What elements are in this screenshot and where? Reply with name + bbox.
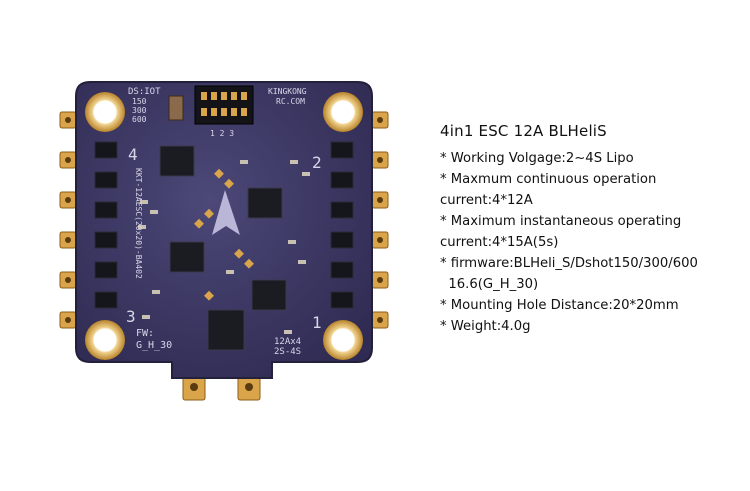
silk-ds-300: 300 [132, 106, 147, 115]
silk-fw-value: G_H_30 [136, 340, 172, 351]
spec-line-instantaneous-value: current:4*15A(5s) [440, 235, 559, 250]
spec-panel: 4in1 ESC 12A BLHeliS * Working Volgage:2… [440, 120, 740, 337]
silk-corner-4: 4 [128, 145, 138, 164]
esc-board-photo: DS:IOT 150 300 600 KINGKONG RC.COM 1 2 3… [59, 81, 389, 401]
spec-line-instantaneous: * Maximum instantaneous operating [440, 214, 682, 229]
signal-connector [194, 85, 254, 125]
spec-line-firmware-version: 16.6(G_H_30) [440, 277, 539, 292]
solder-pads-diagonal [194, 168, 254, 301]
silk-connector-numbers: 1 2 3 [210, 129, 234, 138]
silk-corner-3: 3 [126, 307, 136, 326]
passive-components [138, 160, 310, 334]
silk-rating-2: 2S-4S [274, 347, 301, 357]
motor-pads-right [371, 111, 389, 329]
spec-line-weight: * Weight:4.0g [440, 319, 531, 334]
capacitor [168, 95, 184, 121]
spec-title: 4in1 ESC 12A BLHeliS [440, 122, 607, 140]
silk-brand-sub: RC.COM [276, 97, 305, 106]
spec-line-voltage: * Working Volgage:2~4S Lipo [440, 151, 634, 166]
pad-holes [65, 117, 383, 323]
spec-line-continuous-value: current:4*12A [440, 193, 533, 208]
silk-rating-1: 12Ax4 [274, 337, 301, 347]
spec-line-mounting: * Mounting Hole Distance:20*20mm [440, 298, 679, 313]
motor-pads-left [59, 111, 77, 329]
silk-model-vertical: KKT-12AESC(20x20)-BA402 [134, 168, 143, 279]
silk-fw-label: FW: [136, 328, 154, 339]
controller-chips [159, 145, 287, 351]
spec-line-firmware: * firmware:BLHeli_S/Dshot150/300/600 [440, 256, 698, 271]
mounting-holes [85, 92, 363, 360]
spec-line-continuous: * Maxmum continuous operation [440, 172, 657, 187]
direction-arrow-icon [212, 190, 240, 235]
silk-ds-600: 600 [132, 115, 147, 124]
pcb-board [75, 81, 373, 379]
silk-corner-2: 2 [312, 153, 322, 172]
silk-brand: KINGKONG [268, 87, 307, 96]
silk-ds-150: 150 [132, 97, 147, 106]
silk-ds-label: DS:IOT [128, 87, 161, 97]
mosfets [94, 141, 354, 309]
silk-corner-1: 1 [312, 313, 322, 332]
